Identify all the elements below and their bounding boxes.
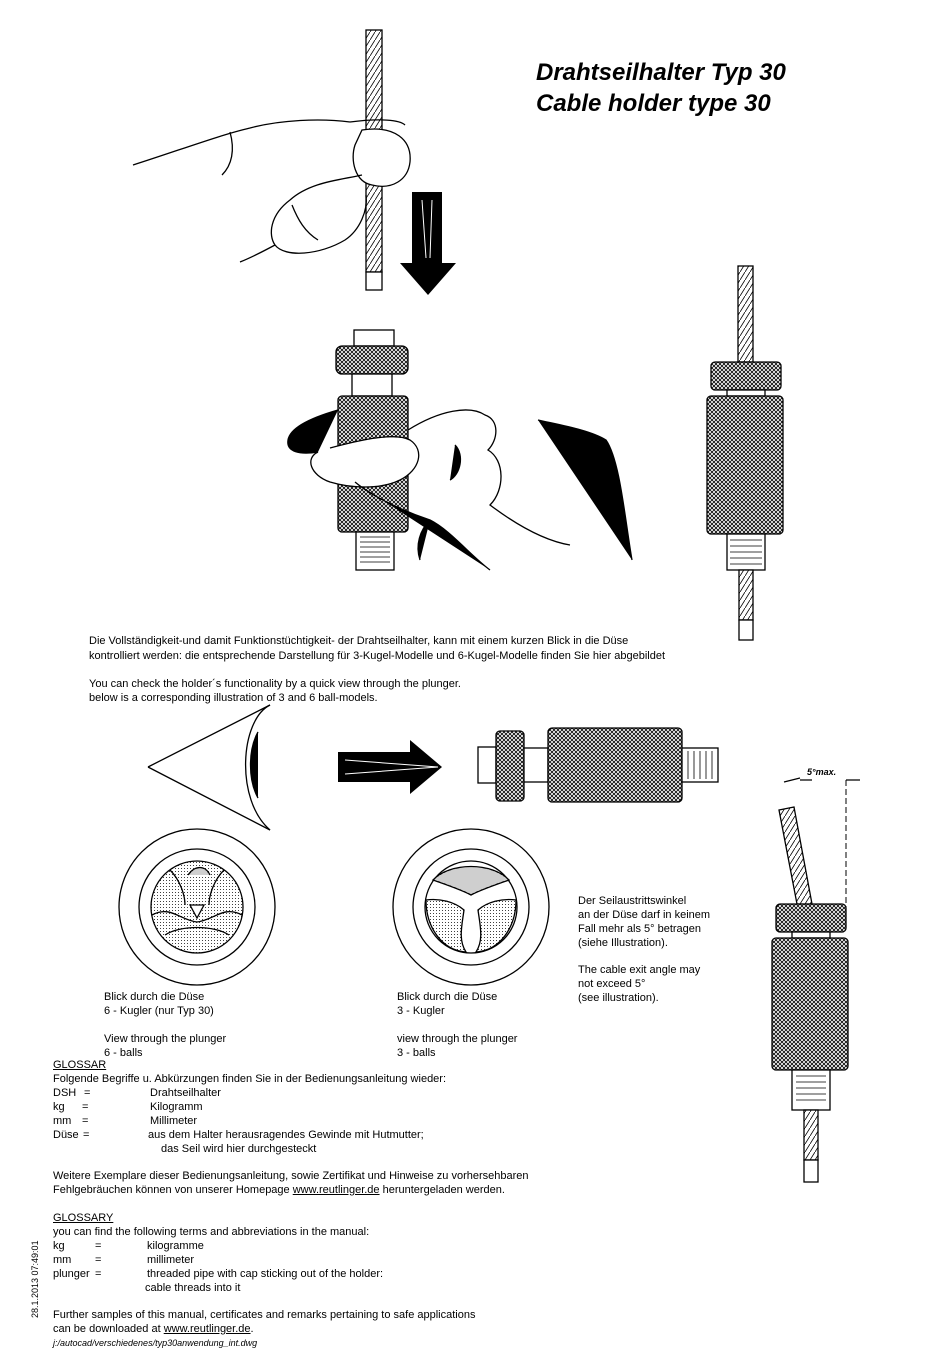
angle-note-de3: Fall mehr als 5° betragen [578, 923, 702, 935]
glossary-def: millimeter [147, 1254, 195, 1266]
holder-in-hand-drawing [287, 329, 633, 571]
glossar-row: kg = Kilogramm [53, 1100, 553, 1114]
glossar-eq: = [83, 1129, 90, 1141]
angle-note-de1: Der Seilaustrittswinkel [578, 895, 687, 907]
three-ball-view [392, 828, 550, 986]
caption-six-en2: 6 - balls [104, 1047, 143, 1059]
glossar-heading: GLOSSAR [53, 1059, 107, 1071]
holder-vertical-drawing [706, 265, 784, 641]
down-arrow-icon [400, 192, 456, 295]
angle-note-en3: (see illustration). [578, 992, 659, 1004]
file-path: j:/autocad/verschiedenes/typ30anwendung_… [53, 1338, 258, 1348]
glossary-more2: can be downloaded at www.reutlinger.de. [53, 1322, 254, 1336]
caption-three-de2: 3 - Kugler [397, 1005, 445, 1017]
angle-note-de4: (siehe Illustration). [578, 937, 668, 949]
caption-six-de1: Blick durch die Düse [104, 991, 205, 1003]
glossar-more2: Fehlgebräuchen können von unserer Homepa… [53, 1183, 505, 1197]
glossary-term: plunger [53, 1268, 90, 1280]
glossary-def: threaded pipe with cap sticking out of t… [147, 1268, 384, 1280]
caption-six-en1: View through the plunger [104, 1033, 227, 1045]
glossar-intro: Folgende Begriffe u. Abkürzungen finden … [53, 1073, 447, 1085]
glossary-row: mm = millimeter [53, 1253, 553, 1267]
six-ball-view [118, 828, 276, 986]
intro-en-line1: You can check the holder´s functionality… [89, 678, 461, 690]
glossar-row: Düse = aus dem Halter herausragendes Gew… [53, 1128, 553, 1142]
caption-three-en1: view through the plunger [397, 1033, 518, 1045]
angle-holder-drawing [771, 777, 860, 1183]
title-en: Cable holder type 30 [536, 90, 771, 117]
caption-six-de2: 6 - Kugler (nur Typ 30) [104, 1005, 214, 1017]
glossary-more2-post: . [250, 1323, 254, 1335]
download-link[interactable]: www.reutlinger.de [163, 1323, 251, 1335]
glossar-eq: = [82, 1115, 89, 1127]
glossar-term: DSH [53, 1087, 77, 1099]
caption-three-en2: 3 - balls [397, 1047, 436, 1059]
glossary-heading: GLOSSARY [53, 1212, 114, 1224]
glossary-term: kg [53, 1240, 65, 1252]
glossary-eq: = [95, 1268, 102, 1280]
angle-note-en1: The cable exit angle may [578, 964, 701, 976]
right-arrow-icon [338, 740, 442, 794]
holder-horizontal-drawing [477, 727, 719, 803]
intro-de-line2: kontrolliert werden: die entsprechende D… [89, 650, 666, 662]
glossar-def: Drahtseilhalter [150, 1087, 221, 1099]
glossar-term: Düse [53, 1129, 79, 1141]
glossary-row: kg = kilogramme [53, 1239, 553, 1253]
angle-note-de2: an der Düse darf in keinem [578, 909, 711, 921]
angle-note-en2: not exceed 5° [578, 978, 646, 990]
glossary-def: kilogramme [147, 1240, 204, 1252]
glossar-def-cont: das Seil wird hier durchgesteckt [161, 1143, 317, 1155]
eye-icon [147, 704, 271, 831]
glossar-row: DSH = Drahtseilhalter [53, 1086, 553, 1100]
glossar-more2-pre: Fehlgebräuchen können von unserer Homepa… [53, 1184, 293, 1196]
homepage-link[interactable]: www.reutlinger.de [292, 1184, 380, 1196]
date-stamp: 28.1.2013 07:49:01 [30, 1240, 40, 1318]
glossar-def: aus dem Halter herausragendes Gewinde mi… [148, 1129, 424, 1141]
title-de: Drahtseilhalter Typ 30 [536, 59, 786, 86]
glossary-eq: = [95, 1240, 102, 1252]
glossar-more1: Weitere Exemplare dieser Bedienungsanlei… [53, 1170, 529, 1182]
glossar-term: mm [53, 1115, 72, 1127]
glossar-def: Millimeter [150, 1115, 198, 1127]
glossar-def: Kilogramm [150, 1101, 203, 1113]
glossar-row: mm = Millimeter [53, 1114, 553, 1128]
glossary-eq: = [95, 1254, 102, 1266]
angle-label: 5°max. [807, 767, 837, 777]
glossar-term: kg [53, 1101, 65, 1113]
intro-de-line1: Die Vollständigkeit-und damit Funktionst… [89, 635, 629, 647]
glossar-eq: = [82, 1101, 89, 1113]
glossar-more2-post: heruntergeladen werden. [379, 1184, 505, 1196]
glossary-more1: Further samples of this manual, certific… [53, 1309, 476, 1321]
caption-three-de1: Blick durch die Düse [397, 991, 498, 1003]
intro-en-line2: below is a corresponding illustration of… [89, 692, 378, 704]
glossar-eq: = [84, 1087, 91, 1099]
glossary-intro: you can find the following terms and abb… [53, 1226, 370, 1238]
glossary-def-cont: cable threads into it [145, 1282, 241, 1294]
hand-cable-drawing [132, 29, 411, 291]
glossary-row: plunger = threaded pipe with cap stickin… [53, 1267, 553, 1281]
glossary-term: mm [53, 1254, 72, 1266]
glossary-more2-pre: can be downloaded at [53, 1323, 164, 1335]
